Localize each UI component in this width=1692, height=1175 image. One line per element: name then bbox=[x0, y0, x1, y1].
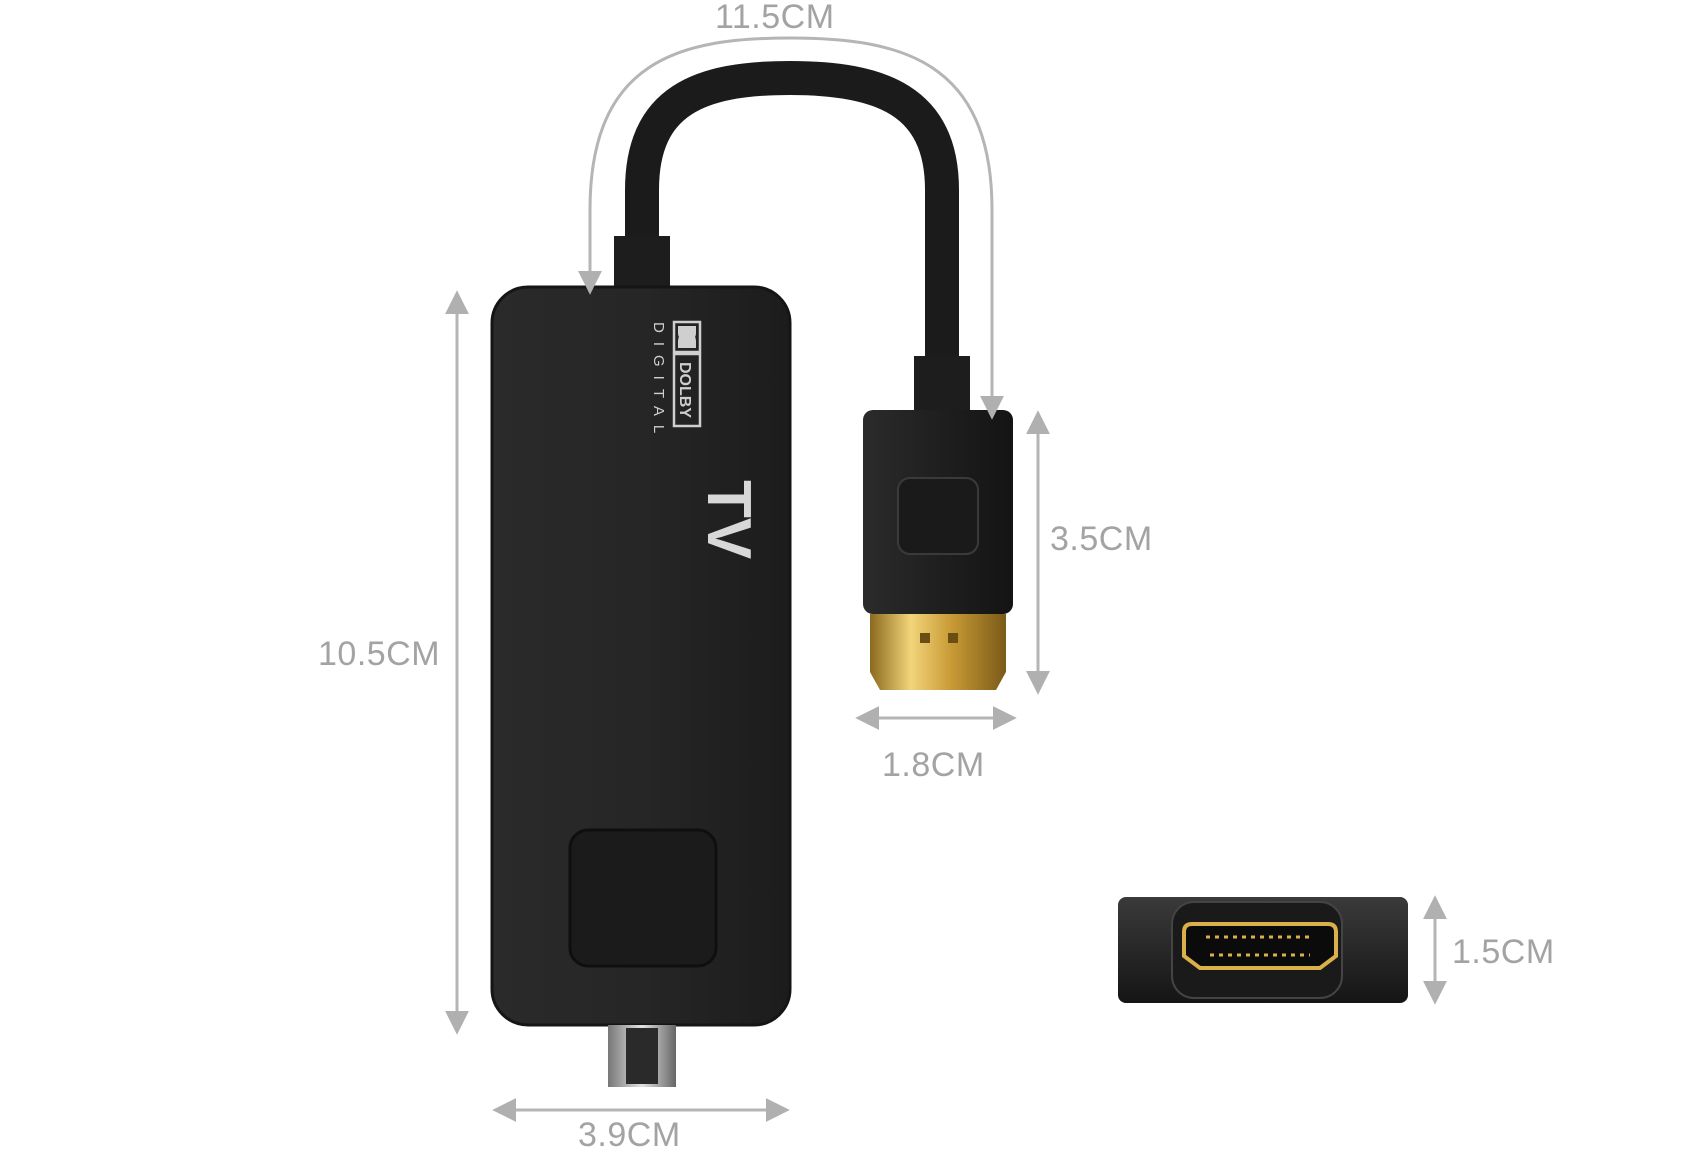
label-thickness: 1.5CM bbox=[1452, 933, 1555, 971]
cable-strain-relief-top bbox=[614, 236, 670, 292]
hdmi-port-icon bbox=[1182, 922, 1338, 970]
cable-strain-relief-plug bbox=[914, 356, 970, 416]
tv-mark: TV bbox=[694, 480, 763, 559]
digital-text: DIGITAL bbox=[650, 322, 667, 442]
body-button bbox=[568, 828, 718, 968]
label-plug-width: 1.8CM bbox=[882, 746, 985, 784]
label-cable-length: 11.5CM bbox=[715, 0, 835, 36]
hdmi-plug-button bbox=[897, 477, 979, 555]
label-body-height: 10.5CM bbox=[318, 635, 441, 673]
dim-cable-arc bbox=[578, 36, 1004, 420]
hdmi-gold-connector bbox=[870, 614, 1006, 690]
label-body-width: 3.9CM bbox=[578, 1116, 681, 1154]
cable bbox=[625, 60, 959, 377]
dolby-text: DOLBY bbox=[676, 362, 693, 418]
label-plug-height: 3.5CM bbox=[1050, 520, 1153, 558]
